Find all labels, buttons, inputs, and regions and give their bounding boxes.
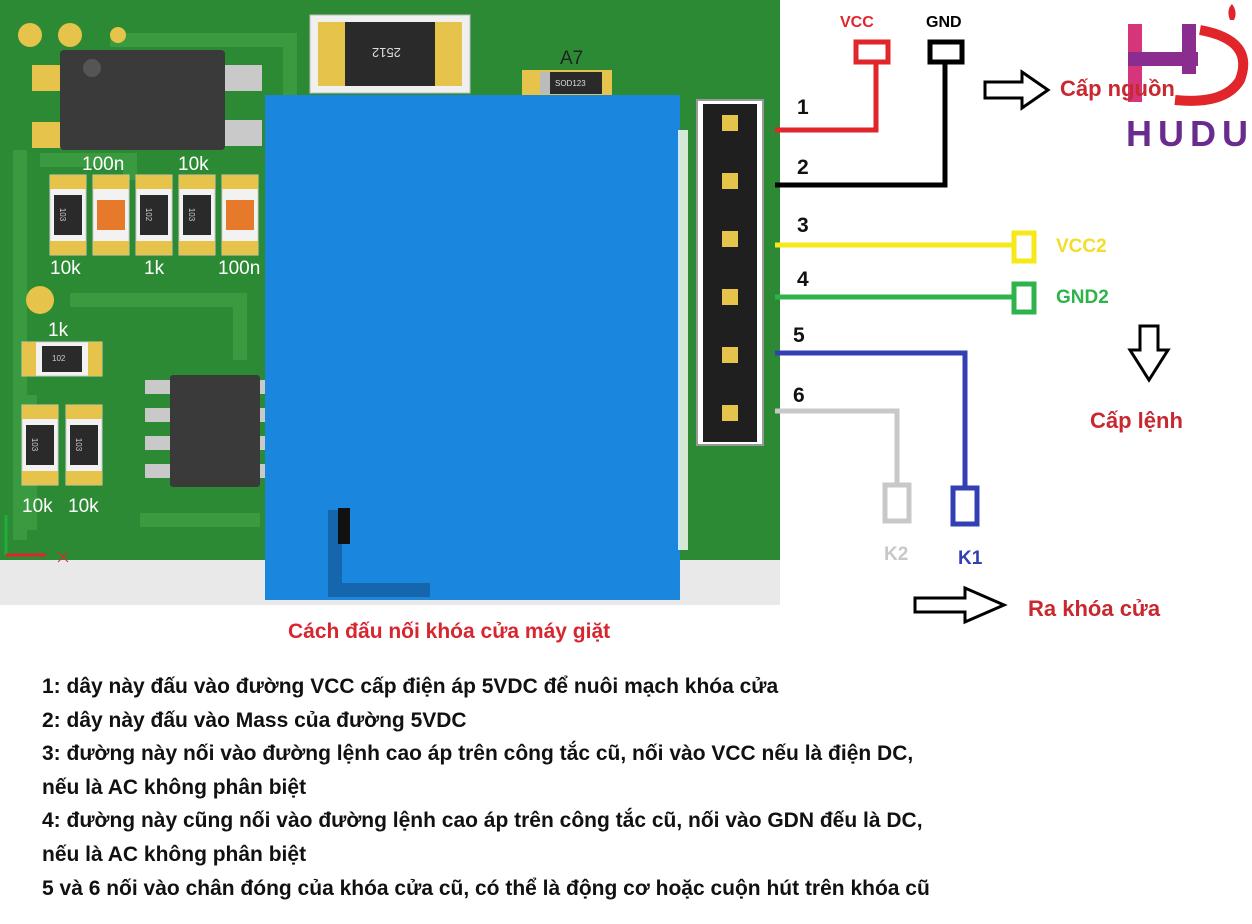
label-res-1k-mid: 1k bbox=[144, 258, 165, 279]
explanation-line: 2: dây này đấu vào Mass của đường 5VDC bbox=[42, 708, 467, 732]
logo-mark bbox=[1128, 4, 1249, 106]
smd-row bbox=[49, 174, 259, 256]
label-vcc2: VCC2 bbox=[1056, 236, 1107, 257]
resistor-1k-left bbox=[21, 341, 103, 377]
wire-gnd bbox=[775, 60, 948, 188]
smd-mark-r-a: 103 bbox=[58, 207, 68, 222]
explanation-line: nếu là AC không phân biệt bbox=[42, 842, 307, 866]
terminal-gnd2 bbox=[1011, 281, 1037, 315]
arrow-power bbox=[983, 69, 1051, 111]
explanation-line: 1: dây này đấu vào đường VCC cấp điện áp… bbox=[42, 675, 779, 698]
explanation-line: 5 và 6 nối vào chân đóng của khóa cửa cũ… bbox=[42, 876, 930, 900]
relay-edge bbox=[678, 130, 688, 550]
label-res-10k-top: 10k bbox=[178, 154, 209, 175]
relay-lead bbox=[328, 510, 430, 597]
wire-k2 bbox=[775, 408, 900, 485]
label-gnd: GND bbox=[926, 14, 962, 31]
pin-header bbox=[696, 99, 764, 446]
pin-number-6: 6 bbox=[793, 384, 805, 407]
label-chip-2512: 2512 bbox=[372, 45, 401, 60]
label-diode-code: SOD123 bbox=[555, 79, 586, 88]
terminal-gnd bbox=[927, 39, 965, 65]
terminal-k1 bbox=[950, 485, 980, 527]
label-cap-100n-right: 100n bbox=[218, 258, 261, 279]
note-to-lock: Ra khóa cửa bbox=[1028, 596, 1161, 621]
pin-number-2: 2 bbox=[797, 156, 809, 179]
explanation-line: 4: đường này cũng nối vào đường lệnh cao… bbox=[42, 809, 923, 833]
terminals bbox=[853, 39, 1037, 527]
note-command: Cấp lệnh bbox=[1090, 408, 1183, 433]
wire-k1 bbox=[775, 350, 968, 490]
explanation-line: 3: đường này nối vào đường lệnh cao áp t… bbox=[42, 742, 914, 766]
wire-vcc bbox=[775, 60, 879, 133]
logo-text: HUDU bbox=[1126, 113, 1252, 154]
label-cap-100n-top: 100n bbox=[82, 154, 125, 175]
label-res-10k-bottom-a: 10k bbox=[22, 496, 53, 517]
pin-number-5: 5 bbox=[793, 324, 805, 347]
ic-top-left bbox=[32, 50, 262, 150]
arrows bbox=[913, 69, 1171, 625]
terminal-vcc2 bbox=[1011, 230, 1037, 264]
label-k2: K2 bbox=[884, 544, 909, 565]
diode-a7 bbox=[522, 70, 612, 96]
label-k1: K1 bbox=[958, 548, 983, 569]
smd-mark-r-f: 102 bbox=[52, 354, 66, 363]
pin-number-4: 4 bbox=[797, 268, 809, 291]
resistors-bottom bbox=[21, 404, 103, 486]
smd-mark-r-c: 103 bbox=[187, 207, 197, 222]
terminal-k2 bbox=[882, 482, 912, 524]
resistor-2512 bbox=[309, 14, 471, 94]
arrow-to-lock bbox=[913, 585, 1008, 625]
pcb-vias bbox=[18, 23, 126, 314]
explanation-list: 1: dây này đấu vào đường VCC cấp điện áp… bbox=[42, 670, 1232, 905]
arrow-command bbox=[1127, 324, 1171, 383]
pin-number-1: 1 bbox=[797, 96, 809, 119]
relay bbox=[265, 95, 680, 600]
smd-mark-r-e: 103 bbox=[74, 437, 84, 452]
label-vcc: VCC bbox=[840, 14, 874, 31]
terminal-vcc bbox=[853, 39, 891, 65]
label-res-10k-bottom-b: 10k bbox=[68, 496, 99, 517]
label-res-1k-left: 1k bbox=[48, 320, 69, 341]
axis-marker bbox=[4, 515, 69, 563]
relay-mark bbox=[338, 508, 350, 544]
wires bbox=[775, 60, 1015, 490]
label-res-10k-left: 10k bbox=[50, 258, 81, 279]
smd-mark-r-d: 103 bbox=[30, 437, 40, 452]
label-diode-a7: A7 bbox=[560, 48, 584, 69]
explanation-line: nếu là AC không phân biệt bbox=[42, 775, 307, 799]
smd-mark-r-b: 102 bbox=[144, 207, 154, 222]
diagram-caption: Cách đấu nối khóa cửa máy giặt bbox=[288, 620, 611, 643]
pin-number-3: 3 bbox=[797, 214, 809, 237]
label-gnd2: GND2 bbox=[1056, 287, 1109, 308]
note-power: Cấp nguồn bbox=[1060, 76, 1175, 101]
